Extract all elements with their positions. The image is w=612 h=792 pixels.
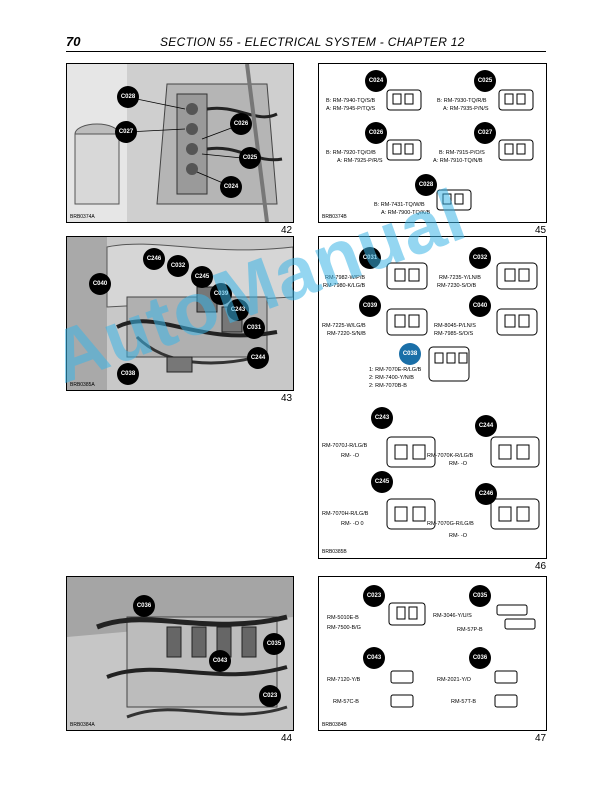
figure-number-45: 45 xyxy=(535,225,547,236)
badge-c245: C245 xyxy=(191,266,213,288)
badge-c026: C026 xyxy=(230,113,252,135)
badge-c035: C035 xyxy=(263,633,285,655)
badge-c035: C035 xyxy=(469,585,491,607)
wire-label: RM-2021-Y/O xyxy=(437,677,471,683)
figure-ref: BRB0384B xyxy=(322,722,347,728)
badge-c025: C025 xyxy=(474,70,496,92)
wire-label: RM-7070K-R/LG/B xyxy=(427,453,474,459)
wire-label: A: RM-7910-TQ/N/B xyxy=(433,158,483,164)
wire-label: RM- -O xyxy=(449,533,468,539)
wire-label: RM-7070J-R/LG/B xyxy=(322,443,368,449)
badge-c028: C028 xyxy=(415,174,437,196)
badge-c243: C243 xyxy=(371,407,393,429)
badge-c024: C024 xyxy=(220,176,242,198)
badge-c040: C040 xyxy=(469,295,491,317)
wire-label: RM-8045-P/LN/S xyxy=(434,323,476,329)
figure-number-47: 47 xyxy=(535,733,547,744)
badge-c244: C244 xyxy=(475,415,497,437)
wire-label: RM- -O 0 xyxy=(341,521,364,527)
wire-label: RM-3046-Y/U/S xyxy=(433,613,472,619)
badge-c039: C039 xyxy=(359,295,381,317)
figure-ref: BRB0385A xyxy=(70,382,95,388)
wire-label: RM-7120-Y/B xyxy=(327,677,361,683)
wire-label: RM-57T-B xyxy=(451,699,477,705)
badge-c244: C244 xyxy=(247,347,269,369)
figure-number-44: 44 xyxy=(281,733,293,744)
wire-label: 1: RM-7070E-R/LG/B xyxy=(369,367,422,373)
figure-44-photo: C036 C035 C043 C023 BRB0384A xyxy=(66,576,294,731)
figure-number-42: 42 xyxy=(281,225,293,236)
wire-label: B: RM-7915-P/O/S xyxy=(439,150,485,156)
badge-c039: C039 xyxy=(210,283,232,305)
wire-label: B: RM-7920-TQ/O/B xyxy=(326,150,376,156)
badge-c036: C036 xyxy=(469,647,491,669)
figure-number-46: 46 xyxy=(535,561,547,572)
wire-label: A: RM-7900-TQ/K/B xyxy=(381,210,431,216)
figure-43-photo: C246 C032 C040 C245 C039 C243 C031 C244 … xyxy=(66,236,294,391)
wire-label: RM- -O xyxy=(449,461,468,467)
badge-c038: C038 xyxy=(117,363,139,385)
badge-c027: C027 xyxy=(474,122,496,144)
figure-ref: BRB0374A xyxy=(70,214,95,220)
wire-label: RM-57C-B xyxy=(333,699,359,705)
connector-drawings xyxy=(386,262,540,530)
wire-label: RM-7500-B/G xyxy=(327,625,361,631)
engine-photo-illustration xyxy=(67,64,293,222)
badge-c036: C036 xyxy=(133,595,155,617)
badge-c043: C043 xyxy=(363,647,385,669)
wire-label: A: RM-7935-P/N/S xyxy=(443,106,489,112)
wire-label: RM-7982-W/P/B xyxy=(325,275,366,281)
wire-label: RM-7070H-R/LG/B xyxy=(322,511,369,517)
wire-label: B: RM-7930-TQ/R/B xyxy=(437,98,487,104)
badge-c032: C032 xyxy=(167,255,189,277)
connector-drawings xyxy=(388,602,536,708)
wire-label: RM-7985-S/O/S xyxy=(434,331,474,337)
badge-c032: C032 xyxy=(469,247,491,269)
figure-42-photo: C028 C027 C026 C025 C024 BRB0374A xyxy=(66,63,294,223)
wire-label: RM-5010E-B xyxy=(327,615,359,621)
badge-c040: C040 xyxy=(89,273,111,295)
connector-drawings xyxy=(386,89,534,211)
wire-label: RM-7230-S/O/B xyxy=(437,283,477,289)
wire-label: RM-7980-K/LG/B xyxy=(323,283,366,289)
badge-c038: C038 xyxy=(399,343,421,365)
figure-47-diagram: C023 RM-5010E-B RM-7500-B/G C035 RM-3046… xyxy=(318,576,547,731)
badge-c023: C023 xyxy=(363,585,385,607)
wire-label: RM-7070G-R/LG/B xyxy=(427,521,474,527)
page-title: SECTION 55 - ELECTRICAL SYSTEM - CHAPTER… xyxy=(160,35,465,49)
wire-label: RM-7220-S/N/B xyxy=(327,331,366,337)
wire-label: RM-7225-W/LG/B xyxy=(322,323,366,329)
wire-label: A: RM-7925-P/R/S xyxy=(337,158,383,164)
wire-label: B: RM-7940-TQ/S/B xyxy=(326,98,376,104)
badge-c246: C246 xyxy=(143,248,165,270)
badge-c043: C043 xyxy=(209,650,231,672)
badge-c031: C031 xyxy=(243,317,265,339)
wire-label: RM- -O xyxy=(341,453,360,459)
badge-c025: C025 xyxy=(239,147,261,169)
badge-c246: C246 xyxy=(475,483,497,505)
wire-label: 2: RM-7070B-B xyxy=(369,383,407,389)
figure-ref: BRB0384A xyxy=(70,722,95,728)
figure-46-diagram: C031 RM-7982-W/P/B RM-7980-K/LG/B C032 R… xyxy=(318,236,547,559)
badge-c031: C031 xyxy=(359,247,381,269)
badge-c027: C027 xyxy=(115,121,137,143)
header-rule xyxy=(66,51,546,52)
badge-c243: C243 xyxy=(227,299,249,321)
wire-label: A: RM-7945-P/TQ/S xyxy=(326,106,376,112)
wire-label: RM-7235-Y/LN/B xyxy=(439,275,481,281)
figure-ref: BRB0385B xyxy=(322,549,347,555)
badge-c024: C024 xyxy=(365,70,387,92)
wire-label: B: RM-7431-TQ/W/B xyxy=(374,202,425,208)
figure-number-43: 43 xyxy=(281,393,293,404)
badge-c026: C026 xyxy=(365,122,387,144)
page-number: 70 xyxy=(66,34,81,49)
badge-c028: C028 xyxy=(117,86,139,108)
figure-45-diagram: C024 B: RM-7940-TQ/S/B A: RM-7945-P/TQ/S… xyxy=(318,63,547,223)
wire-label: RM-57P-B xyxy=(457,627,483,633)
badge-c245: C245 xyxy=(371,471,393,493)
badge-c023: C023 xyxy=(259,685,281,707)
wire-label: 2: RM-7400-Y/N/B xyxy=(369,375,414,381)
engine-photo-illustration xyxy=(67,577,293,730)
figure-ref: BRB0374B xyxy=(322,214,347,220)
